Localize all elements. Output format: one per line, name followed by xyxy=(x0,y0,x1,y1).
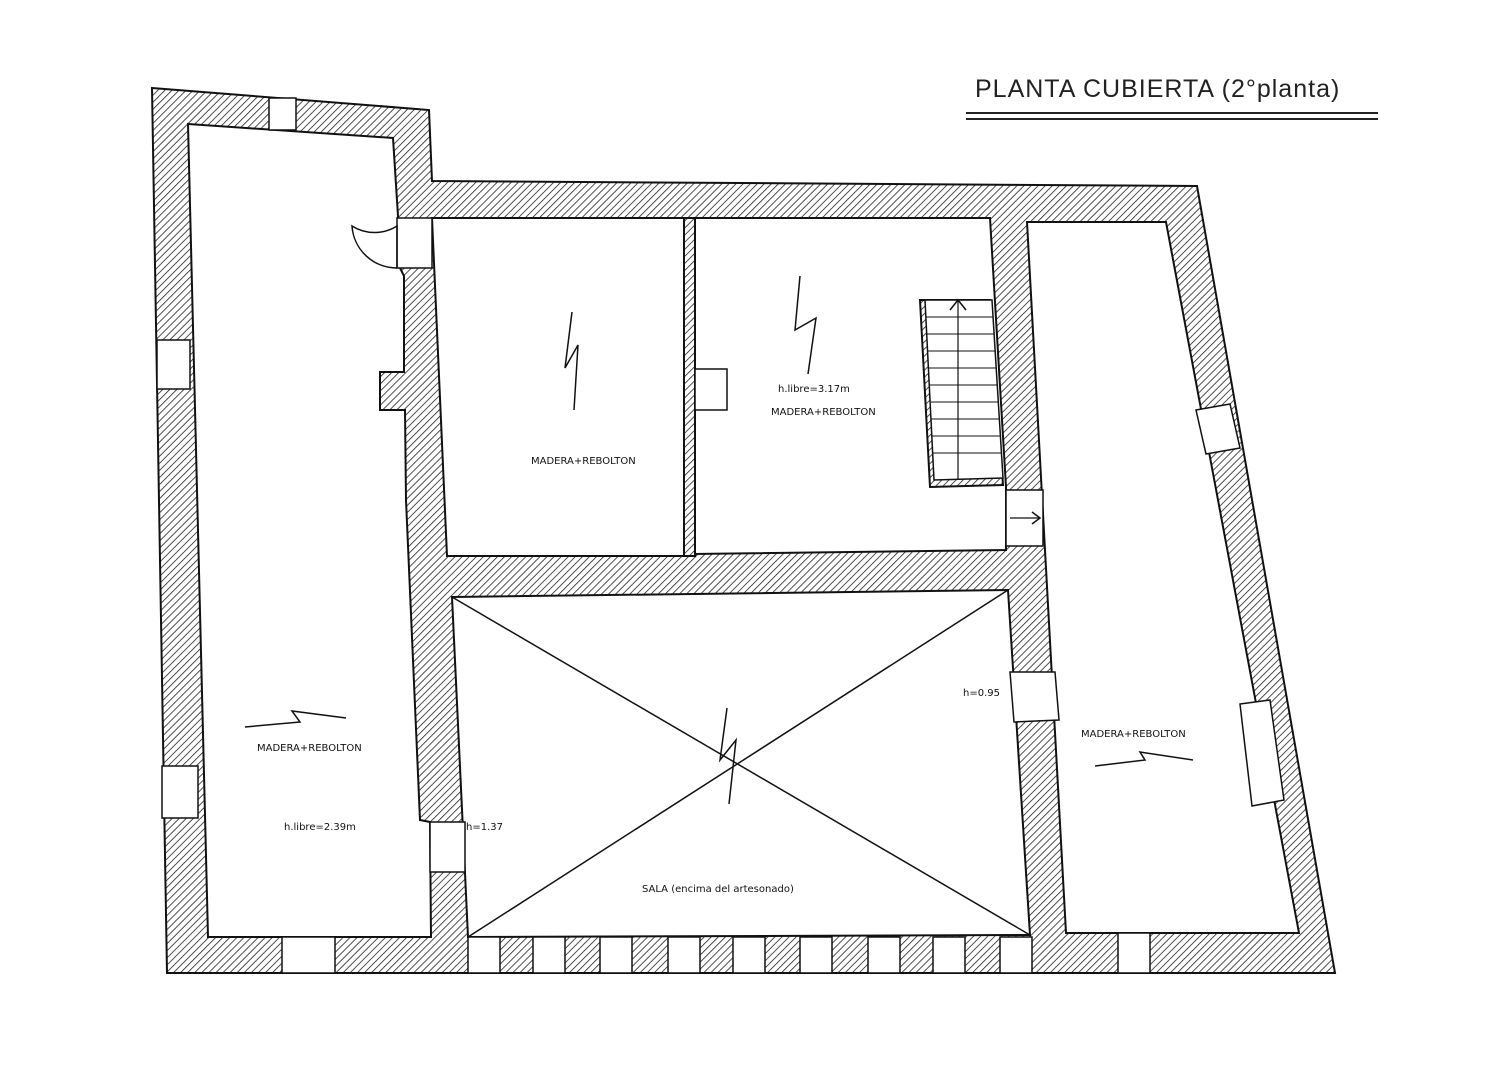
span-direction-icon xyxy=(564,311,579,411)
sala-diagonal xyxy=(467,589,1009,938)
sala-height-left: h=1.37 xyxy=(466,822,503,833)
door-opening xyxy=(396,217,433,269)
room-label-left-height: h.libre=2.39m xyxy=(284,822,356,833)
window xyxy=(268,97,297,131)
room-left xyxy=(186,122,433,938)
plan-title: PLANTA CUBIERTA (2°planta) xyxy=(975,75,1340,103)
stair-arrow-head xyxy=(949,298,967,311)
span-direction-icon xyxy=(718,707,738,805)
wall-niche xyxy=(694,368,728,411)
window xyxy=(281,936,336,974)
stair-icon xyxy=(924,299,1004,481)
room-label-left-material: MADERA+REBOLTON xyxy=(257,743,362,754)
window xyxy=(156,339,191,390)
interior-wall xyxy=(683,217,696,557)
stair-treads xyxy=(926,316,1001,454)
span-direction-icon xyxy=(244,710,347,728)
passage-opening xyxy=(1009,671,1060,723)
window xyxy=(1239,699,1285,807)
span-direction-icon xyxy=(794,275,817,375)
room-label-top-middle-material: MADERA+REBOLTON xyxy=(531,456,636,467)
room-label-right-material: MADERA+REBOLTON xyxy=(1081,729,1186,740)
door-arrow-head xyxy=(1031,511,1042,525)
door-swing-icon xyxy=(351,224,398,269)
span-direction-icon xyxy=(1094,751,1194,767)
sala-diagonal xyxy=(451,596,1031,936)
window xyxy=(161,765,199,819)
sala-name: SALA (encima del artesonado) xyxy=(642,884,794,895)
window xyxy=(1195,403,1241,455)
room-top-middle xyxy=(430,217,685,557)
room-label-top-right-height: h.libre=3.17m xyxy=(778,384,850,395)
window xyxy=(1117,932,1151,974)
room-label-top-right-material: MADERA+REBOLTON xyxy=(771,407,876,418)
facade-openings xyxy=(467,936,1033,974)
sala-height-right: h=0.95 xyxy=(963,688,1000,699)
passage-opening xyxy=(429,821,466,873)
